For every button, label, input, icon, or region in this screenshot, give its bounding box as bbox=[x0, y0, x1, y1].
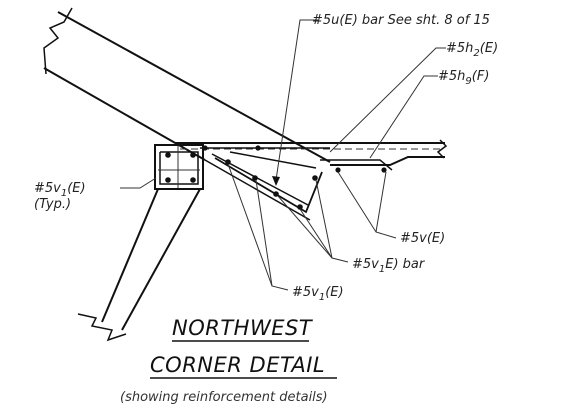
rebar-lines bbox=[200, 147, 393, 171]
label-v1-bottom: #5v1(E) bbox=[292, 285, 344, 303]
stirrup-top bbox=[229, 151, 317, 169]
slab-bottom-edge bbox=[330, 156, 445, 166]
label-v1-typ: #5v1(E) bbox=[34, 181, 86, 199]
rebar-dots bbox=[165, 145, 387, 210]
title-line-2: CORNER DETAIL bbox=[150, 353, 325, 377]
column-right-edge bbox=[121, 188, 201, 331]
rebar-dot bbox=[190, 152, 196, 158]
corner-stirrup bbox=[159, 151, 199, 185]
rebar-dot bbox=[165, 152, 171, 158]
rebar-dot bbox=[335, 167, 341, 173]
leader-v-e-2 bbox=[375, 171, 387, 233]
label-v1-bar: #5v1E) bar bbox=[352, 257, 426, 275]
rebar-dot bbox=[381, 167, 387, 173]
column-break-line bbox=[77, 313, 127, 342]
leader-v1-bottom-2 bbox=[255, 179, 273, 287]
beam-break-line bbox=[43, 7, 73, 75]
beam-bottom-edge bbox=[43, 67, 206, 161]
column bbox=[77, 188, 201, 342]
rebar-dot bbox=[297, 204, 303, 210]
rebar-h-bar bbox=[320, 159, 393, 171]
leader-h9 bbox=[369, 75, 438, 159]
leader-v1-bar-3 bbox=[277, 195, 333, 259]
rebar-dot bbox=[273, 191, 279, 197]
corner-block-outline bbox=[154, 144, 204, 190]
column-left-edge bbox=[101, 188, 159, 323]
corner-block bbox=[154, 144, 204, 190]
leader-lines bbox=[120, 19, 446, 291]
rebar-dot bbox=[312, 175, 318, 181]
horizontal-slab bbox=[175, 139, 448, 166]
leader-h2 bbox=[329, 47, 446, 153]
label-h9: #5h9(F) bbox=[438, 69, 489, 87]
label-u-bar: #5u(E) bar See sht. 8 of 15 bbox=[312, 13, 490, 28]
rebar-dot bbox=[225, 159, 231, 165]
beam-top-edge bbox=[57, 11, 331, 163]
leader-v1-bar-2 bbox=[315, 179, 333, 259]
slab-break-line bbox=[436, 139, 448, 159]
leader-v-e-1 bbox=[337, 171, 397, 239]
detail-title: NORTHWEST CORNER DETAIL (showing reinfor… bbox=[120, 316, 337, 405]
title-line-1: NORTHWEST bbox=[172, 316, 314, 340]
leader-u-bar-arrow bbox=[272, 176, 280, 186]
rebar-dot bbox=[252, 175, 258, 181]
leader-v1-typ bbox=[120, 177, 157, 189]
rebar-dot bbox=[202, 145, 208, 151]
rebar-dot bbox=[255, 145, 261, 151]
rebar-dot bbox=[190, 177, 196, 183]
label-v-e: #5v(E) bbox=[400, 231, 445, 246]
rebar-dot bbox=[165, 177, 171, 183]
label-h2: #5h2(E) bbox=[446, 41, 498, 59]
label-v1-typ-note: (Typ.) bbox=[34, 197, 71, 212]
leader-u-bar bbox=[275, 19, 318, 181]
title-subtitle: (showing reinforcement details) bbox=[120, 390, 328, 405]
